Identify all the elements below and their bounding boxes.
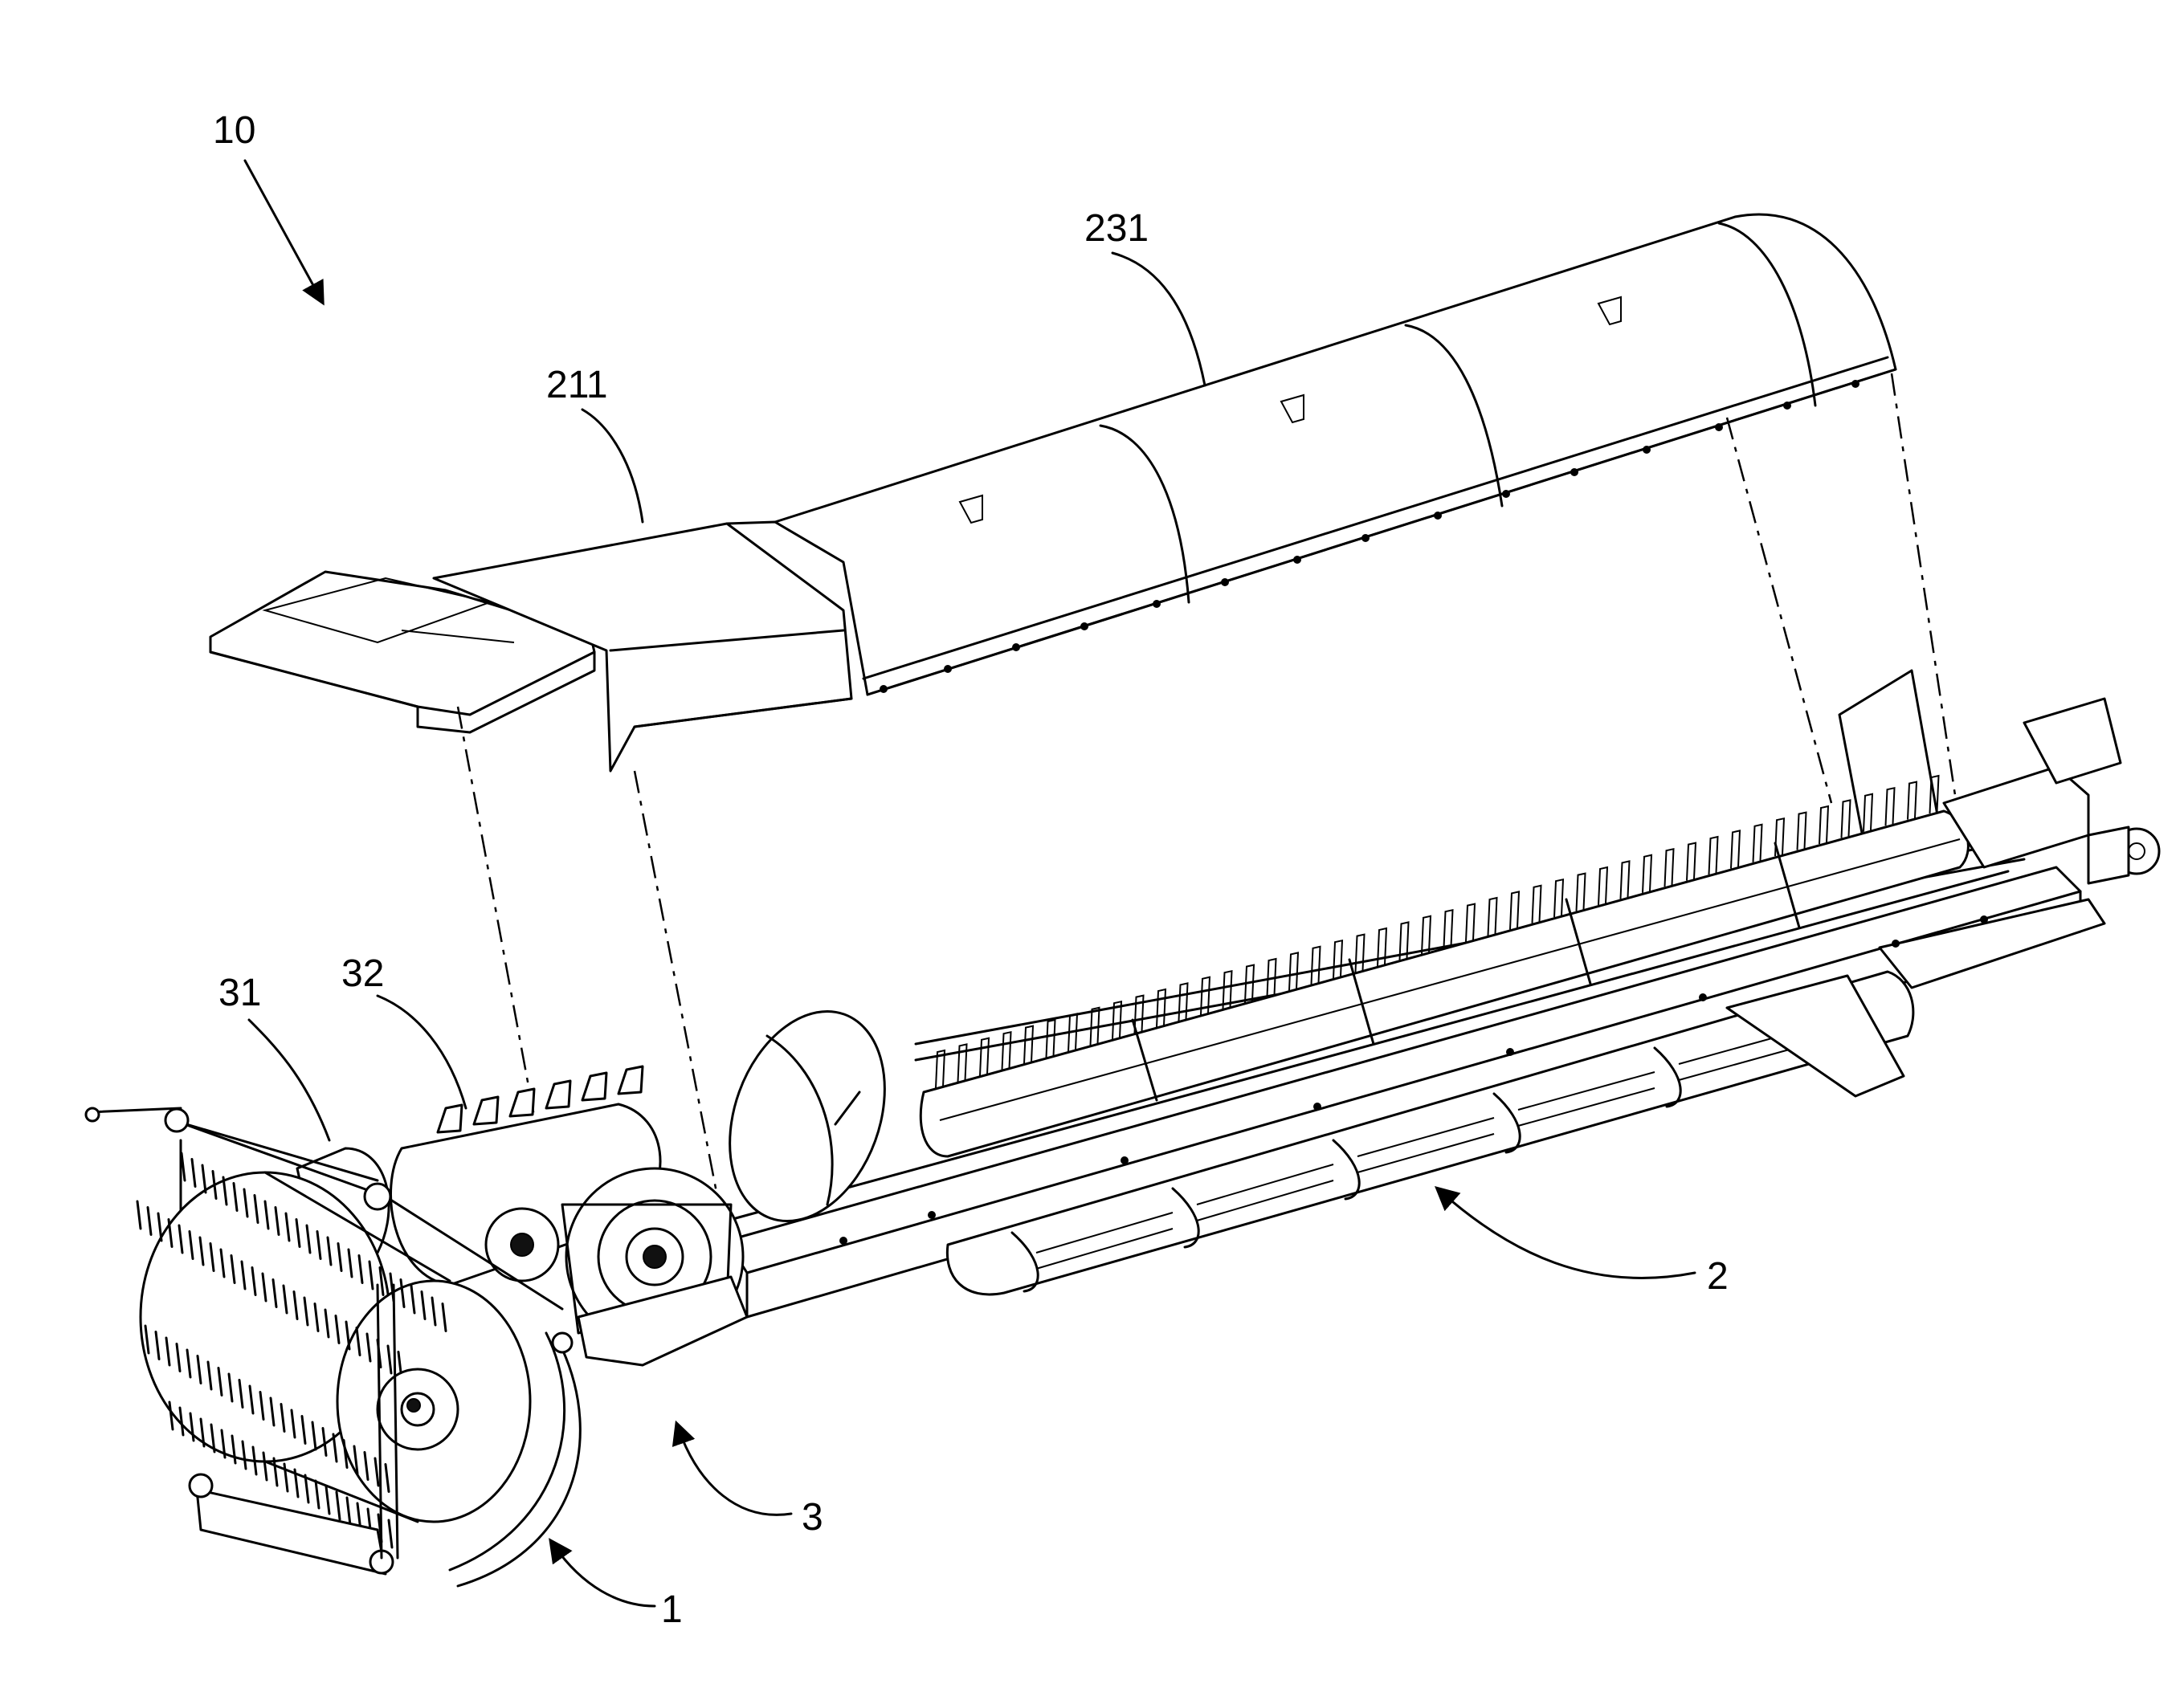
reel-finger bbox=[274, 1458, 277, 1486]
rotor-tine bbox=[1333, 940, 1342, 978]
rotor-tine bbox=[1798, 813, 1806, 850]
rotor-tine bbox=[1466, 904, 1475, 942]
rotor-tine bbox=[1312, 947, 1321, 985]
rotor-tine bbox=[1753, 825, 1762, 862]
cover-assembly bbox=[210, 214, 1896, 771]
label-2: 2 bbox=[1707, 1255, 1729, 1298]
reel-finger bbox=[158, 1213, 161, 1241]
reel-finger bbox=[389, 1520, 392, 1547]
rotor-tine bbox=[980, 1038, 989, 1076]
label-1: 1 bbox=[661, 1588, 683, 1631]
reel-finger bbox=[148, 1208, 151, 1235]
reel-finger bbox=[316, 1481, 319, 1508]
rotor-tine bbox=[1047, 1020, 1055, 1058]
conveyor-trough bbox=[702, 671, 2159, 1317]
rotor-tine bbox=[1422, 916, 1431, 954]
rotor-tine bbox=[1488, 898, 1497, 936]
label-31: 31 bbox=[218, 972, 261, 1014]
reel-finger bbox=[192, 1160, 195, 1187]
reel-finger bbox=[284, 1464, 288, 1491]
rotor-tine bbox=[1356, 935, 1365, 972]
rotor-tine bbox=[1665, 849, 1674, 887]
label-3: 3 bbox=[802, 1496, 823, 1539]
label-32: 32 bbox=[341, 952, 384, 995]
rotor-tine bbox=[1002, 1032, 1011, 1070]
rotor-tine bbox=[1510, 891, 1519, 929]
rotor-tine bbox=[1179, 983, 1188, 1021]
rotor-tine bbox=[1819, 806, 1828, 844]
reel-finger bbox=[337, 1492, 340, 1519]
reel-finger bbox=[347, 1498, 350, 1525]
rotor-tine bbox=[1444, 910, 1453, 948]
reel-finger bbox=[202, 1165, 206, 1193]
rotor-tine bbox=[1577, 874, 1586, 911]
reel-finger bbox=[326, 1486, 329, 1514]
rotor-tine bbox=[1709, 837, 1718, 875]
reel-finger bbox=[137, 1201, 141, 1229]
rotor-tine bbox=[1687, 843, 1696, 881]
label-231: 231 bbox=[1084, 207, 1149, 250]
rotor-tine bbox=[1533, 886, 1541, 923]
reel-finger bbox=[182, 1153, 185, 1180]
rotor-tine bbox=[1598, 867, 1607, 905]
rotor-tine bbox=[1621, 861, 1630, 899]
rotor-tine bbox=[1554, 879, 1563, 917]
label-211: 211 bbox=[546, 364, 608, 406]
label-10: 10 bbox=[213, 109, 255, 152]
rotor-tine bbox=[1731, 830, 1740, 868]
rotor-tine bbox=[1378, 928, 1386, 966]
rotor-tine bbox=[1842, 800, 1851, 838]
rotor-tine bbox=[1289, 952, 1298, 990]
reel-finger bbox=[333, 1434, 337, 1462]
rotor-tine bbox=[1157, 989, 1165, 1027]
rotor-tine bbox=[1643, 855, 1651, 893]
rotor-tine bbox=[1024, 1026, 1033, 1064]
